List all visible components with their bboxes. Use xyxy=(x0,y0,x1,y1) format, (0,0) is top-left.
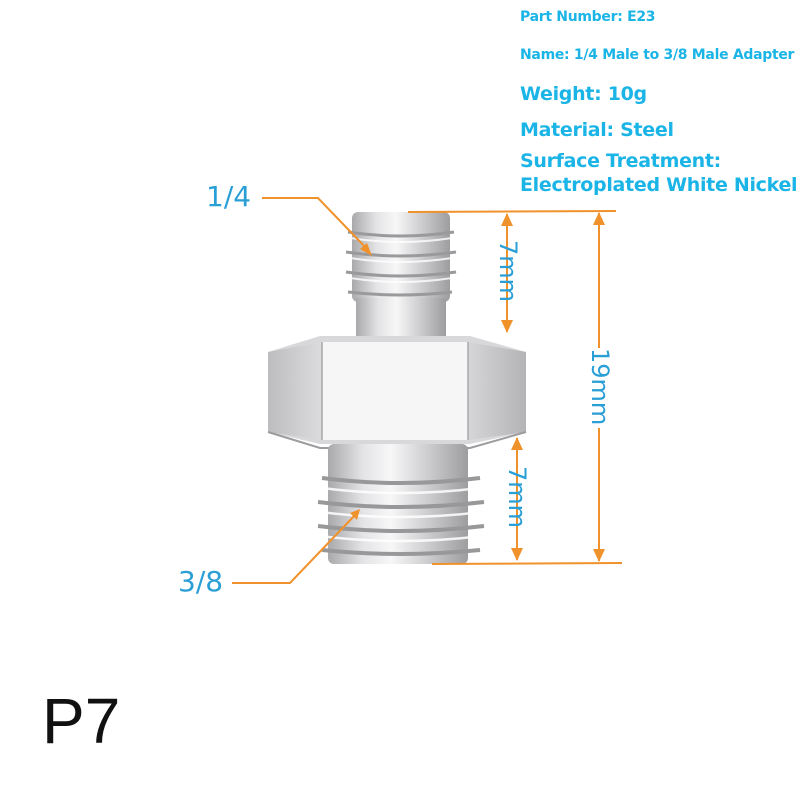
bottom-thread xyxy=(317,444,485,564)
bottom-thread-label: 3/8 xyxy=(178,565,224,598)
page-tag: P7 xyxy=(42,685,121,757)
dimension-lines xyxy=(232,197,623,584)
top-thread xyxy=(345,212,457,344)
surface-treatment-value: Electroplated White Nickel xyxy=(520,174,798,196)
top-length-label: 7mm xyxy=(494,240,522,303)
part-number-text: Part Number: E23 xyxy=(520,9,656,25)
total-length-label: 19mm xyxy=(586,348,614,426)
weight-text: Weight: 10g xyxy=(520,83,647,105)
bottom-length-label: 7mm xyxy=(503,466,531,529)
material-text: Material: Steel xyxy=(520,119,674,141)
surface-treatment-label: Surface Treatment: xyxy=(520,150,721,172)
dimension-arrowheads xyxy=(350,212,605,562)
top-thread-label: 1/4 xyxy=(206,180,252,213)
product-name-text: Name: 1/4 Male to 3/8 Male Adapter xyxy=(520,47,795,63)
hex-nut xyxy=(267,336,527,449)
